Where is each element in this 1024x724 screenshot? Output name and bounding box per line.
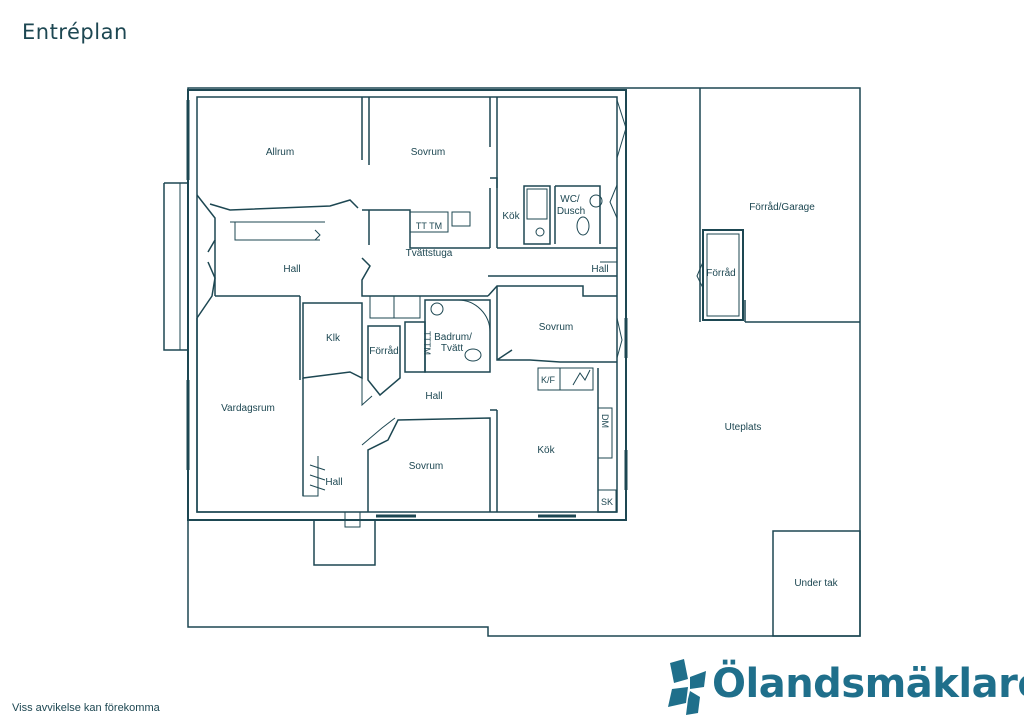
fixture-labels: K/F SK TT TM TTTM DM bbox=[416, 221, 613, 507]
fixture-washer-dryer-vertical: TTTM bbox=[422, 331, 432, 355]
room-sovrum-bottom: Sovrum bbox=[409, 461, 443, 472]
fixture-cabinet: SK bbox=[601, 497, 613, 507]
brand-name: Ölandsmäklaren bbox=[712, 661, 1024, 707]
room-labels: Allrum Sovrum WC/ Dusch Kök Förråd/Garag… bbox=[221, 147, 839, 589]
room-allrum: Allrum bbox=[266, 147, 294, 158]
room-hall-right: Hall bbox=[591, 264, 608, 275]
room-klk: Klk bbox=[326, 333, 341, 344]
sanitary-fixtures bbox=[430, 194, 603, 362]
room-vardagsrum: Vardagsrum bbox=[221, 403, 275, 414]
room-hall-center: Hall bbox=[425, 391, 442, 402]
room-kok-large: Kök bbox=[537, 445, 555, 456]
room-tvattstuga: Tvättstuga bbox=[406, 248, 453, 259]
room-badrum-line2: Tvätt bbox=[441, 343, 463, 354]
room-hall-entry: Hall bbox=[325, 477, 342, 488]
fixture-washer-dryer: TT TM bbox=[416, 221, 442, 231]
room-hall-left: Hall bbox=[283, 264, 300, 275]
brand-logo: Ölandsmäklaren bbox=[664, 655, 1024, 717]
room-uteplats: Uteplats bbox=[725, 422, 762, 433]
room-wc-dusch-line2: Dusch bbox=[557, 206, 585, 217]
stove-icon bbox=[535, 227, 545, 237]
house-walls bbox=[163, 89, 628, 566]
room-forrad-garage: Förråd/Garage bbox=[749, 201, 815, 213]
toilet-icon bbox=[464, 348, 482, 362]
outer-outline bbox=[187, 87, 861, 637]
fixture-fridge-freezer: K/F bbox=[541, 375, 556, 385]
room-sovrum-top: Sovrum bbox=[411, 147, 445, 158]
room-under-tak: Under tak bbox=[794, 578, 838, 589]
room-wc-dusch-line1: WC/ bbox=[560, 194, 580, 205]
toilet-icon bbox=[576, 216, 590, 236]
page-title: Entréplan bbox=[22, 20, 128, 44]
sink-icon bbox=[430, 302, 444, 316]
windmill-icon bbox=[668, 659, 706, 715]
room-badrum-line1: Badrum/ bbox=[434, 332, 472, 343]
fixture-dishwasher: DM bbox=[600, 414, 610, 428]
room-forrad-inner: Förråd bbox=[369, 345, 398, 357]
sink-icon bbox=[589, 194, 603, 208]
disclaimer: Viss avvikelse kan förekomma bbox=[12, 702, 160, 714]
room-sovrum-mid: Sovrum bbox=[539, 322, 573, 333]
room-kok-small: Kök bbox=[502, 211, 520, 222]
room-forrad-outside: Förråd bbox=[706, 267, 735, 279]
